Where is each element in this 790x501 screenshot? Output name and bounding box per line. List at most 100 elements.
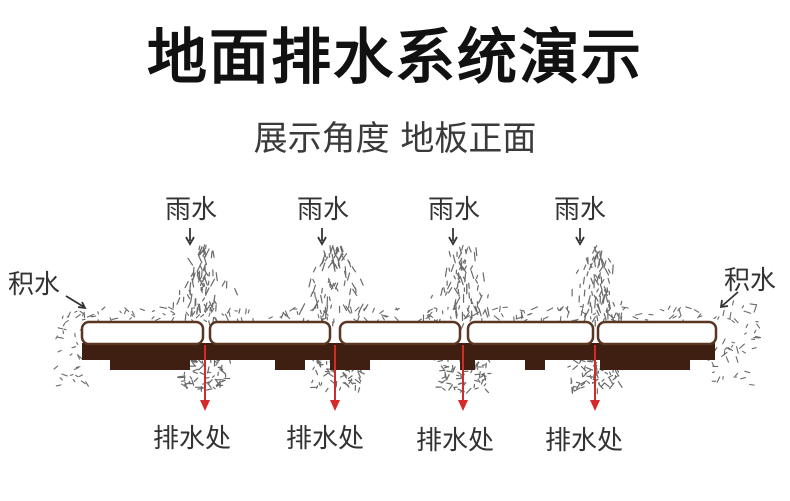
drain-splash	[567, 365, 572, 368]
water-streak	[731, 300, 735, 306]
rain-streak	[191, 272, 196, 282]
rain-streak	[443, 287, 446, 293]
drain-splash	[326, 368, 331, 374]
drain-splash	[446, 373, 450, 381]
rain-pointer-head	[185, 236, 195, 246]
rain-streak	[450, 264, 455, 273]
water-streak	[159, 306, 168, 309]
rain-label: 雨水	[297, 195, 350, 225]
water-streak	[69, 373, 74, 376]
rain-streak	[599, 283, 603, 291]
rain-streak	[453, 304, 456, 311]
drain-splash	[330, 379, 335, 384]
drain-splash	[325, 387, 329, 393]
rain-streak	[601, 258, 605, 265]
water-streak	[73, 367, 80, 371]
rain-streak	[457, 251, 463, 259]
rain-streak	[354, 287, 357, 294]
rain-streak	[198, 303, 202, 314]
rain-streak	[447, 286, 453, 294]
rain-streak	[603, 286, 608, 293]
water-streak	[151, 316, 155, 320]
rain-streak	[210, 306, 213, 313]
water-streak	[55, 335, 58, 340]
rain-streak	[452, 254, 456, 264]
rain-streak	[197, 248, 202, 255]
rain-streak	[327, 262, 333, 269]
rain-streak	[475, 274, 479, 280]
rain-streak	[476, 284, 479, 291]
water-streak	[749, 383, 755, 386]
rain-streak	[458, 305, 461, 310]
drain-splash	[342, 382, 349, 386]
water-streak	[101, 306, 106, 311]
water-streak	[523, 309, 526, 314]
water-streak	[75, 374, 79, 378]
water-streak	[123, 309, 127, 315]
floor-boards	[80, 320, 718, 346]
rain-streak	[484, 309, 489, 318]
rain-streak	[184, 313, 187, 321]
drain-splash	[573, 385, 578, 388]
water-streak	[450, 316, 452, 320]
rain-streak	[210, 278, 216, 287]
floor-board	[208, 320, 332, 346]
drain-splash	[584, 365, 586, 370]
water-streak	[733, 318, 739, 324]
rain-streak	[342, 304, 348, 312]
water-streak	[714, 347, 718, 352]
rain-streak	[330, 304, 333, 309]
water-streak	[592, 312, 597, 316]
drain-splash	[478, 370, 481, 378]
water-streak	[75, 366, 81, 368]
rain-streak	[196, 270, 201, 277]
drain-splash	[600, 382, 605, 388]
water-streak	[240, 317, 243, 322]
rain-streak	[455, 310, 458, 319]
rain-streak	[612, 301, 616, 307]
water-streak	[228, 311, 231, 317]
water-streak	[668, 314, 675, 320]
water-streak	[61, 373, 68, 377]
drain-label: 排水处	[416, 426, 495, 456]
rain-streak	[347, 298, 351, 309]
rain-streak	[202, 251, 206, 257]
water-streak	[693, 309, 700, 313]
water-streak	[90, 315, 97, 318]
water-streak	[224, 313, 229, 321]
drain-splash	[596, 374, 599, 379]
drain-splash	[571, 388, 575, 391]
rain-pointer-head	[317, 236, 327, 246]
rain-streak	[352, 288, 358, 297]
rain-streak	[204, 286, 207, 295]
water-streak	[57, 349, 62, 353]
rain-streak	[343, 270, 347, 279]
base-foot	[600, 358, 690, 370]
drain-splash	[347, 375, 353, 380]
rain-streak	[221, 280, 226, 287]
rain-streak	[596, 288, 600, 293]
rain-streak	[326, 305, 329, 313]
drain-splash	[201, 360, 205, 366]
water-streak	[735, 356, 739, 363]
rain-streak	[319, 258, 325, 267]
water-streak	[268, 316, 273, 320]
water-streak	[463, 314, 470, 320]
rain-streak	[190, 271, 194, 277]
water-streak	[607, 313, 614, 318]
water-streak	[660, 308, 665, 312]
drain-splash	[357, 370, 365, 375]
rain-streak	[620, 300, 623, 306]
drain-splash	[440, 379, 446, 384]
water-streak	[81, 318, 86, 321]
rain-streak	[351, 266, 357, 273]
water-streak	[475, 310, 481, 315]
rain-streak	[444, 267, 448, 277]
rain-streak	[469, 299, 474, 305]
rain-streak	[212, 250, 215, 258]
drain-splash	[193, 359, 197, 364]
drain-splash	[446, 370, 454, 373]
drain-splash	[572, 364, 579, 371]
rain-streak	[596, 274, 600, 282]
water-streak	[76, 341, 79, 345]
